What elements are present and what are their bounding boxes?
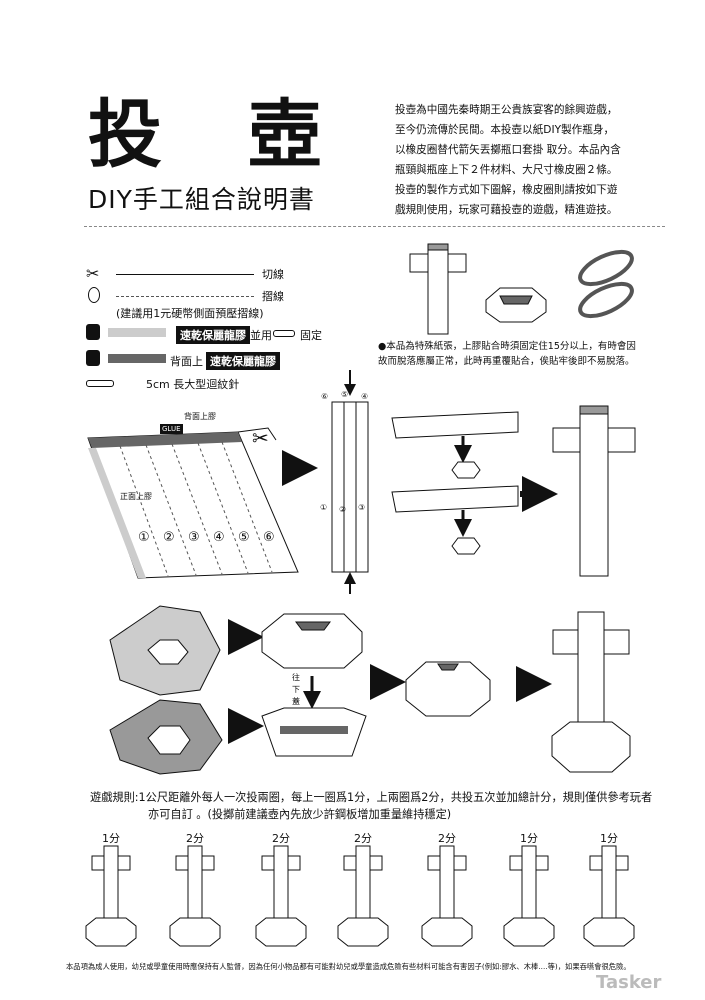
glue-bottle-icon: GLUE bbox=[160, 424, 183, 434]
intro-line: 瓶頸與瓶座上下２件材料、大尺寸橡皮圈２條。 bbox=[395, 164, 618, 176]
down-cover-label: 往 bbox=[292, 673, 300, 682]
glue-note: ●本品為特殊紙張，上膠貼合時須固定住15分以上，有時會因 故而脫落應屬正常，此時… bbox=[378, 339, 678, 369]
score-label: 2分 bbox=[438, 832, 456, 845]
intro-text: 投壺為中國先秦時期王公貴族宴客的餘興遊戲， 至今仍流傳於民間。本投壺以紙DIY製… bbox=[395, 100, 645, 220]
score-pot bbox=[169, 845, 221, 947]
panel-number: ② bbox=[163, 530, 175, 545]
fold-steps bbox=[391, 411, 558, 555]
tube-number: ④ bbox=[361, 392, 369, 401]
panel-number: ③ bbox=[188, 530, 200, 545]
final-pot bbox=[551, 611, 631, 773]
note-line: ●本品為特殊紙張，上膠貼合時須固定住15分以上，有時會因 bbox=[378, 341, 636, 352]
down-cover-label: 蓋 bbox=[292, 697, 300, 706]
intro-line: 至今仍流傳於民間。本投壺以紙DIY製作瓶身， bbox=[395, 124, 615, 136]
score-label: 2分 bbox=[272, 832, 290, 845]
tube-number: ⑤ bbox=[341, 390, 349, 399]
score-pot bbox=[337, 845, 389, 947]
scissors-icon: ✂ bbox=[86, 264, 100, 283]
intro-line: 投壺的製作方式如下圖解，橡皮圈則請按如下遊 bbox=[395, 184, 618, 196]
score-pot bbox=[255, 845, 307, 947]
score-pot bbox=[583, 845, 635, 947]
coin-icon bbox=[88, 287, 100, 303]
back-glue-sample bbox=[108, 354, 166, 363]
game-rules: 遊戲規則:1公尺距離外每人一次投兩圈，每上一圈爲1分，上兩圈爲2分，共投五次並加… bbox=[90, 789, 660, 823]
glue-text: 並用 bbox=[250, 329, 272, 342]
cut-line-label: 切線 bbox=[262, 268, 284, 281]
cut-line-sample bbox=[116, 274, 254, 275]
scissors-icon: ✂ bbox=[252, 426, 269, 450]
fold-line-label: 摺線 bbox=[262, 290, 284, 303]
tube-assembly bbox=[331, 370, 369, 594]
score-pot bbox=[503, 845, 555, 947]
front-glue-sample bbox=[108, 328, 166, 337]
base-assembly bbox=[109, 605, 552, 775]
page-subtitle: DIY手工組合說明書 bbox=[88, 185, 315, 214]
glue-bottle-icon bbox=[86, 324, 100, 340]
tube-number: ⑥ bbox=[321, 392, 329, 401]
header-divider bbox=[84, 226, 665, 227]
tube-number: ① bbox=[320, 503, 328, 512]
rules-line: 遊戲規則:1公尺距離外每人一次投兩圈，每上一圈爲1分，上兩圈爲2分，共投五次並加… bbox=[90, 791, 653, 804]
parts-overview bbox=[409, 243, 634, 335]
rules-line: 亦可自訂 。(投擲前建議壺內先放少許鋼板增加重量維持穩定) bbox=[148, 808, 452, 821]
safety-footer: 本品項為成人使用，幼兒或學童使用時應保持有人監督，因為任何小物品都有可能對幼兒或… bbox=[66, 962, 631, 971]
glue-bottle-icon bbox=[86, 350, 100, 366]
intro-line: 以橡皮圈替代箭矢丟擲瓶口套掛 取分。本品內含 bbox=[395, 144, 621, 156]
page-title: 投 壺 bbox=[88, 92, 352, 178]
score-label: 1分 bbox=[600, 832, 618, 845]
paperclip-label: 5cm 長大型迴紋針 bbox=[146, 378, 240, 391]
note-line: 故而脫落應屬正常，此時再重覆貼合，俟貼牢後即不易脫落。 bbox=[378, 356, 635, 367]
score-pot bbox=[421, 845, 473, 947]
panel-number: ④ bbox=[213, 530, 225, 545]
paperclip-icon bbox=[86, 380, 114, 387]
fix-text: 固定 bbox=[300, 329, 322, 342]
score-label: 2分 bbox=[354, 832, 372, 845]
brand-logo: Tasker bbox=[596, 972, 662, 993]
back-glue-label: 背面上膠 bbox=[184, 412, 216, 421]
tube-number: ② bbox=[339, 505, 347, 514]
intro-line: 戲規則使用，玩家可藉投壺的遊戲，精進遊技。 bbox=[395, 204, 618, 216]
glue-tag: 速乾保麗龍膠 bbox=[206, 352, 280, 370]
scoring-examples bbox=[85, 845, 635, 947]
panel-number: ⑥ bbox=[263, 530, 275, 545]
back-glue-text: 背面上 bbox=[170, 355, 203, 368]
score-label: 1分 bbox=[102, 832, 120, 845]
intro-line: 投壺為中國先秦時期王公貴族宴客的餘興遊戲， bbox=[395, 104, 618, 116]
paperclip-icon bbox=[273, 330, 295, 337]
fold-line-sample bbox=[116, 296, 254, 297]
score-label: 1分 bbox=[520, 832, 538, 845]
score-pot bbox=[85, 845, 137, 947]
flat-sheet bbox=[87, 427, 318, 579]
tube-number: ③ bbox=[358, 503, 366, 512]
panel-number: ① bbox=[138, 530, 150, 545]
glue-tag: 速乾保麗龍膠 bbox=[176, 326, 250, 344]
assembled-neck bbox=[552, 405, 636, 577]
down-cover-label: 下 bbox=[292, 685, 300, 694]
score-label: 2分 bbox=[186, 832, 204, 845]
front-glue-label: 正面上膠 bbox=[120, 492, 152, 501]
panel-number: ⑤ bbox=[238, 530, 250, 545]
fold-line-note: (建議用1元硬幣側面預壓摺線) bbox=[116, 307, 264, 320]
